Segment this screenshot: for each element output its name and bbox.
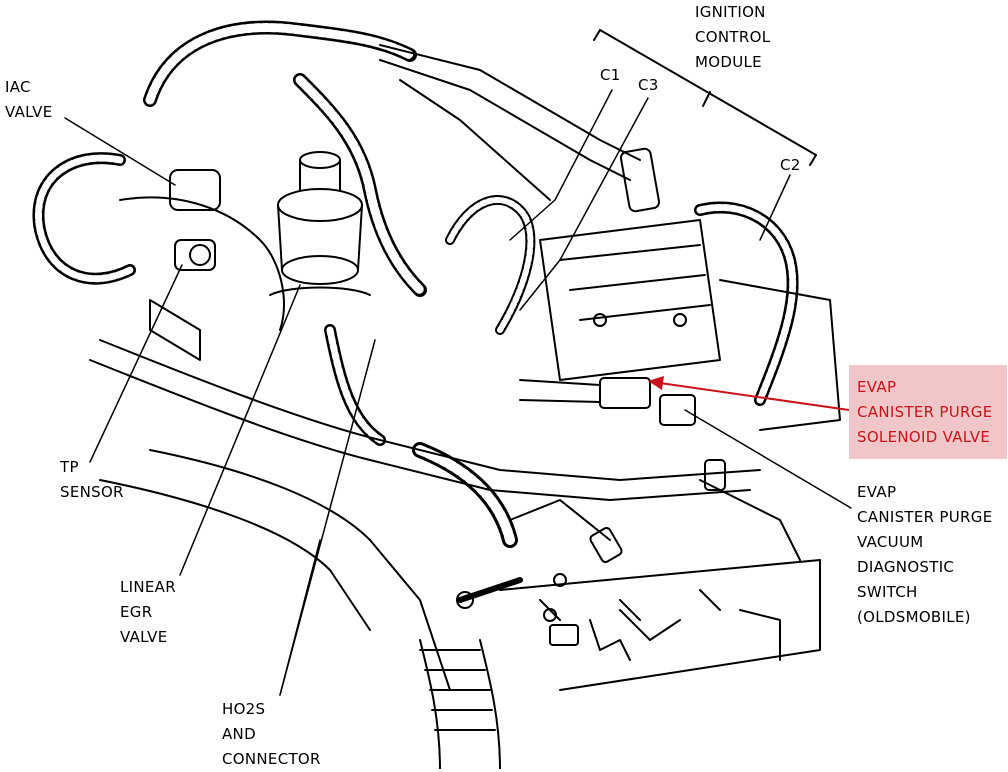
wiring-harness	[32, 20, 799, 548]
label-ignition-control-module: IGNITION CONTROL MODULE	[695, 3, 771, 71]
label-evap-vacuum-switch: EVAP CANISTER PURGE VACUUM DIAGNOSTIC SW…	[857, 483, 993, 626]
label-c3: C3	[638, 76, 659, 94]
label-ho2s-connector: HO2S AND CONNECTOR	[222, 700, 321, 768]
label-tp-sensor: TP SENSOR	[60, 458, 124, 501]
icm-bracket-line	[599, 29, 817, 156]
egr-valve	[269, 151, 371, 296]
purge-solenoid	[519, 377, 696, 426]
label-linear-egr-valve: LINEAR EGR VALVE	[120, 578, 176, 646]
label-c2: C2	[780, 156, 801, 174]
label-evap-purge-solenoid: EVAP CANISTER PURGE SOLENOID VALVE	[857, 378, 993, 446]
highlight-evap-purge-solenoid: EVAP CANISTER PURGE SOLENOID VALVE	[849, 365, 1007, 459]
throttle-body	[119, 169, 285, 361]
evap-solenoid-arrow	[648, 376, 850, 411]
intake-manifold	[539, 219, 841, 431]
label-iac-valve: IAC VALVE	[5, 78, 53, 121]
exhaust-and-lower-engine	[89, 339, 821, 769]
leader-lines	[64, 89, 852, 696]
label-c1: C1	[600, 66, 621, 84]
